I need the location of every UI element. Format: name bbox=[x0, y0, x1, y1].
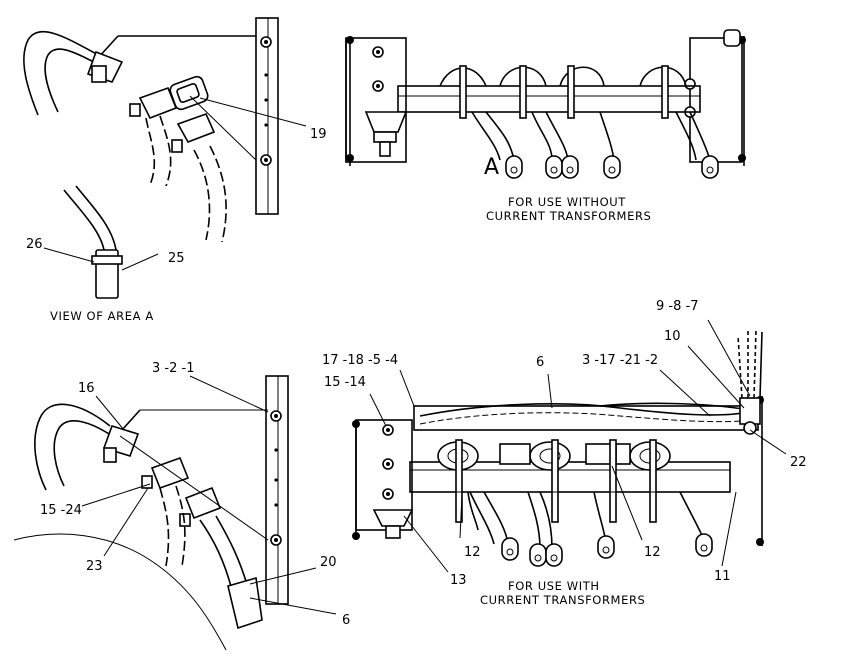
caption-with-ct-2: CURRENT TRANSFORMERS bbox=[480, 593, 645, 607]
callout-23: 23 bbox=[86, 559, 103, 574]
mounting-bar-bottom bbox=[265, 375, 289, 605]
callout-15-24: 15 -24 bbox=[40, 503, 82, 518]
bottom-left-detail: 3 -2 -1 16 15 -24 23 20 6 bbox=[13, 361, 350, 651]
caption-view-area: VIEW OF AREA A bbox=[50, 309, 154, 323]
callout-3-17-21-2: 3 -17 -21 -2 bbox=[582, 353, 658, 368]
callout-25: 25 bbox=[168, 251, 185, 266]
mounting-bar-top bbox=[255, 17, 279, 215]
lugs-bottom bbox=[501, 533, 713, 567]
callout-22: 22 bbox=[790, 455, 807, 470]
callout-11: 11 bbox=[714, 569, 731, 584]
callout-17-18-5-4: 17 -18 -5 -4 bbox=[322, 353, 398, 368]
callout-6-top: 6 bbox=[536, 355, 544, 370]
view-area-a: 26 25 VIEW OF AREA A bbox=[26, 185, 185, 323]
callout-12-left: 12 bbox=[464, 545, 481, 560]
top-left-detail: 19 bbox=[23, 17, 327, 243]
callout-13: 13 bbox=[450, 573, 467, 588]
callout-12-right: 12 bbox=[644, 545, 661, 560]
callout-15-14: 15 -14 bbox=[324, 375, 366, 390]
assembly-without-ct: A FOR USE WITHOUT CURRENT TRANSFORMERS bbox=[345, 29, 746, 223]
callout-10: 10 bbox=[664, 329, 681, 344]
assembly-with-ct: 17 -18 -5 -4 15 -14 6 3 -17 -21 -2 10 9 … bbox=[322, 299, 807, 607]
callout-9-8-7: 9 -8 -7 bbox=[656, 299, 698, 314]
lugs-top bbox=[505, 155, 719, 179]
callout-3-2-1: 3 -2 -1 bbox=[152, 361, 194, 376]
cable-top bbox=[23, 30, 105, 116]
caption-without-ct-1: FOR USE WITHOUT bbox=[508, 195, 626, 209]
callout-19: 19 bbox=[310, 127, 327, 142]
callout-20: 20 bbox=[320, 555, 337, 570]
caption-without-ct-2: CURRENT TRANSFORMERS bbox=[486, 209, 651, 223]
callout-6-lower: 6 bbox=[342, 613, 350, 628]
cables-top bbox=[439, 65, 711, 161]
caption-with-ct-1: FOR USE WITH bbox=[508, 579, 600, 593]
bus-bar-top bbox=[397, 85, 701, 113]
callout-26: 26 bbox=[26, 237, 43, 252]
callout-16: 16 bbox=[78, 381, 95, 396]
terminal-sleeve-bottom bbox=[227, 576, 263, 630]
area-marker-a: A bbox=[484, 155, 499, 180]
